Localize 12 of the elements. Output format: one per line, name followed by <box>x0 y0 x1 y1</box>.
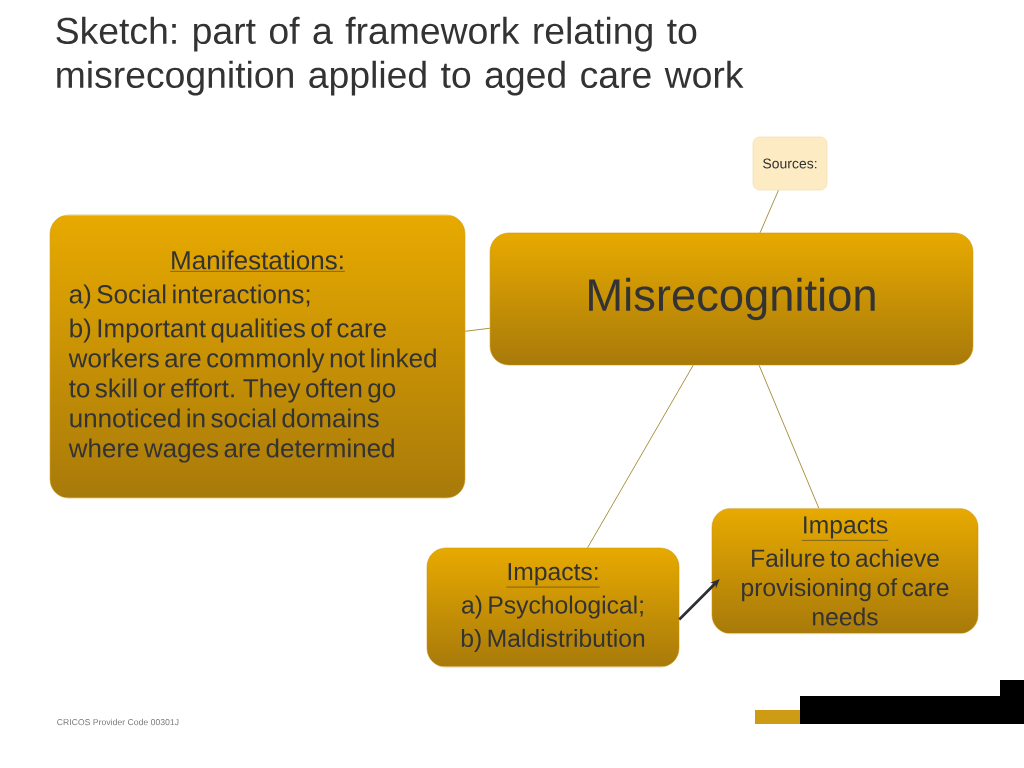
connector-line <box>464 327 491 332</box>
source-box: Sources: <box>752 136 828 191</box>
slide-title: Sketch: part of a framework relating to misrecognition applied to aged care work <box>56 16 744 96</box>
concept-box: Misrecognition <box>489 232 974 366</box>
concept-box: Impacts: a) Psychological; b) Maldistribution <box>426 547 680 668</box>
arrow <box>678 579 720 621</box>
concept-box: Manifestations: a) Social interactions; b) Important qualities of care workers are commonly not linked to skill or effort. They often go unnoticed in social domains where wages are determined <box>49 214 466 499</box>
connector-line <box>758 364 820 509</box>
connector-line <box>759 189 779 234</box>
footer-note: CRICOS Provider Code 00301J <box>57 718 179 726</box>
concept-box: Impacts Failure to achieve provisioning of care needs <box>711 508 979 634</box>
connector-line <box>587 364 694 549</box>
